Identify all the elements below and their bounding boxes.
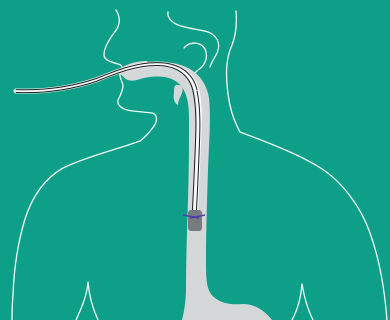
esophageal-device (188, 210, 202, 231)
